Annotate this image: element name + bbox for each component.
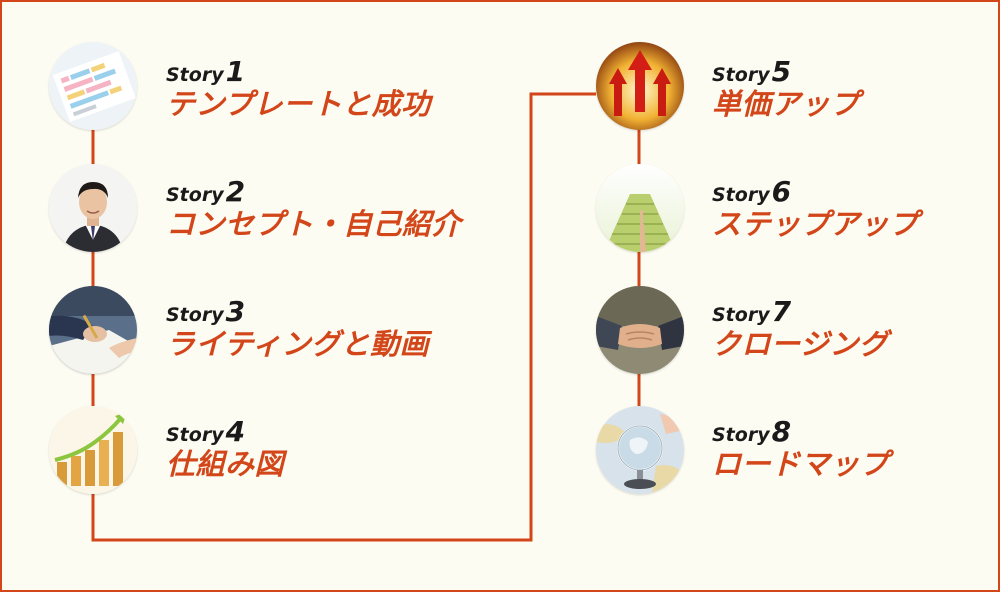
globe-map-icon <box>596 406 684 494</box>
rising-bars-arrow-icon <box>49 406 137 494</box>
story-tag-4: Story4 <box>166 415 246 448</box>
story-title-8: ロードマップ <box>712 447 890 481</box>
story-title-6: ステップアップ <box>712 207 919 241</box>
story-tag-6: Story6 <box>712 175 792 208</box>
story-tag-3: Story3 <box>166 295 246 328</box>
story-title-5: 単価アップ <box>712 87 860 121</box>
story-title-4: 仕組み図 <box>166 447 285 481</box>
story-tag-2: Story2 <box>166 175 246 208</box>
businessman-portrait-icon <box>49 164 137 252</box>
bar-chart-report-icon <box>49 42 137 130</box>
story-tag-7: Story7 <box>712 295 792 328</box>
connector-4-5 <box>91 92 596 542</box>
story-title-2: コンセプト・自己紹介 <box>166 207 462 241</box>
story-tag-5: Story5 <box>712 55 792 88</box>
story-title-1: テンプレートと成功 <box>166 87 431 121</box>
story-tag-8: Story8 <box>712 415 792 448</box>
stairs-upward-icon <box>596 164 684 252</box>
story-title-3: ライティングと動画 <box>166 327 430 361</box>
handshake-icon <box>596 286 684 374</box>
red-arrows-up-icon <box>596 42 684 130</box>
story-title-7: クロージング <box>712 327 889 361</box>
story-tag-1: Story1 <box>166 55 246 88</box>
writing-hand-icon <box>49 286 137 374</box>
